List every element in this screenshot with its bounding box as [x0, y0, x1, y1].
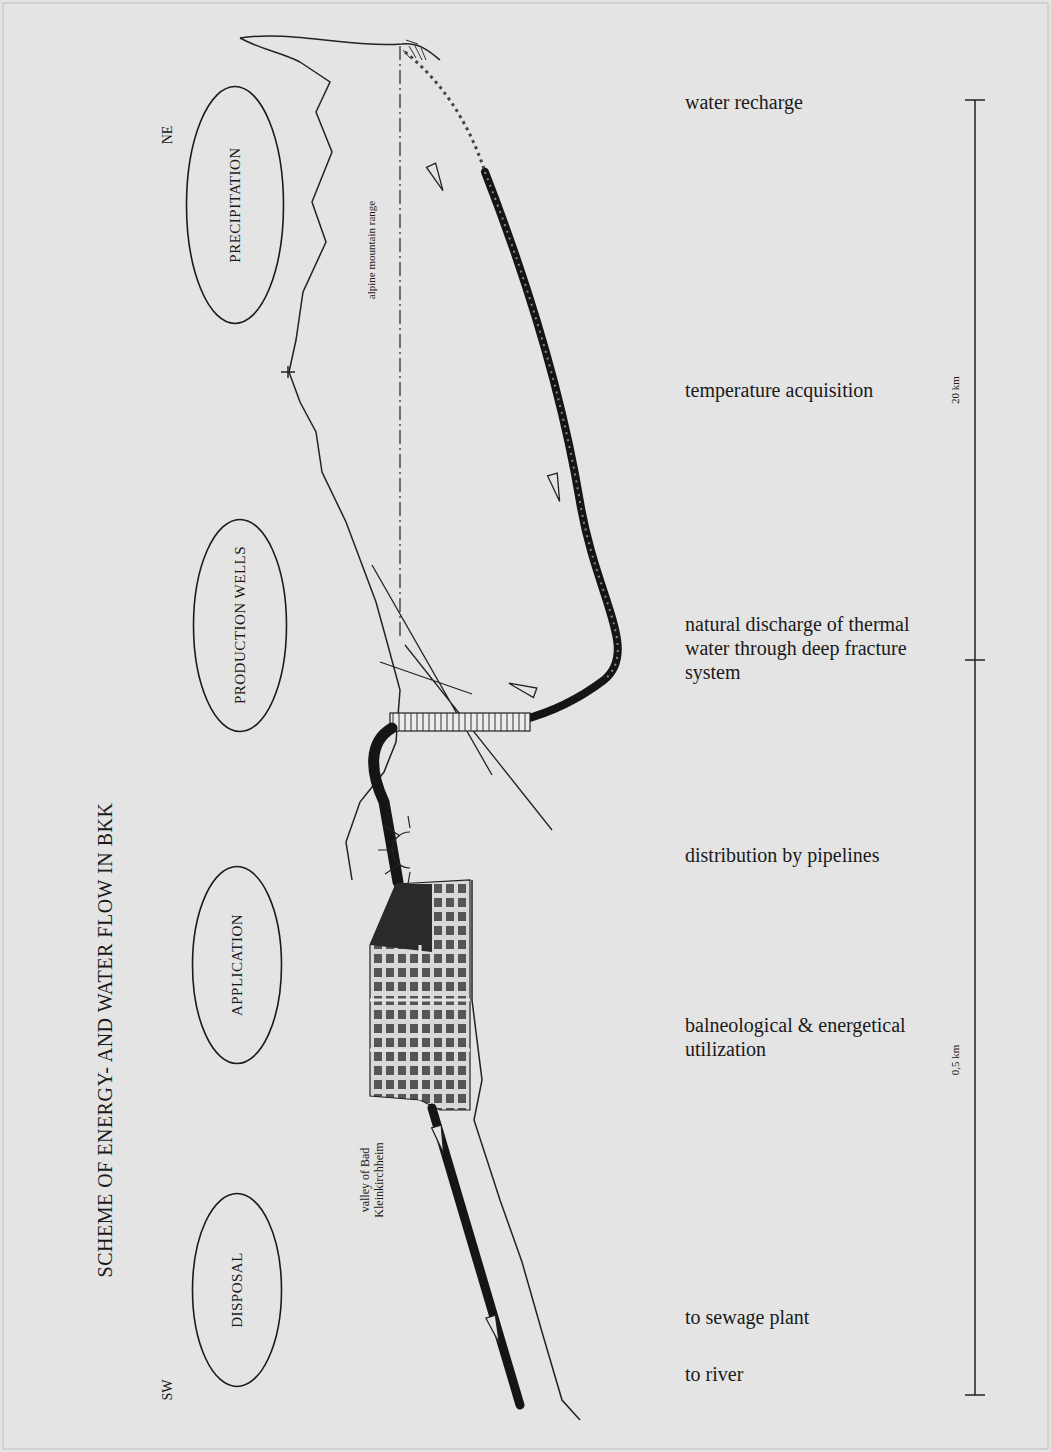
stage-name: DISPOSAL — [228, 1217, 247, 1363]
valley-profile — [472, 880, 580, 1420]
ellipse-shape — [193, 1194, 282, 1387]
ellipse-shape — [193, 867, 282, 1064]
stage-ellipse: PRECIPITATION — [185, 85, 285, 325]
cliff-hatch — [403, 40, 426, 60]
frame — [3, 3, 1048, 1449]
compass-label: NE — [160, 124, 177, 147]
flow-arrow — [427, 163, 565, 1345]
stage-description: to sewage plant — [685, 1305, 809, 1329]
stage-description: distribution by pipelines — [685, 843, 879, 867]
stage-description: to river — [685, 1362, 743, 1386]
building-floor — [370, 945, 470, 1100]
mountain-profile — [289, 62, 400, 880]
scale-bar — [965, 100, 985, 1395]
thermal-water-path — [485, 172, 618, 720]
thermal-water-texture — [485, 172, 618, 680]
feature-label: valley of Bad Kleinkirchheim — [358, 1122, 387, 1238]
stage-description: natural discharge of thermal water throu… — [685, 612, 950, 684]
ellipse-shape — [194, 519, 287, 731]
diagram-title: SCHEME OF ENERGY- AND WATER FLOW IN BKK — [93, 803, 117, 1278]
stage-name: PRODUCTION WELLS — [231, 543, 250, 708]
stage-ellipse: APPLICATION — [191, 865, 283, 1065]
compass-label: SW — [160, 1378, 177, 1403]
disposal-pipe — [432, 1108, 520, 1405]
ellipse-shape — [187, 87, 284, 324]
stage-description: water recharge — [685, 90, 803, 114]
stage-name: PRECIPITATION — [226, 110, 245, 300]
feature-label: alpine mountain range — [365, 199, 378, 301]
fracture-line — [372, 565, 552, 830]
stage-description: temperature acquisition — [685, 378, 873, 402]
summit-cross — [281, 366, 295, 378]
spa-building — [370, 880, 470, 1110]
sun-symbol — [378, 816, 410, 884]
reference-line — [399, 46, 400, 640]
infiltration-path — [405, 52, 485, 172]
scale-label: 0,5 km — [949, 1043, 962, 1078]
building-roof — [370, 884, 432, 952]
scale-label: 20 km — [949, 374, 962, 406]
stage-description: balneological & energetical utilization — [685, 1013, 910, 1061]
stage-name: APPLICATION — [228, 890, 247, 1040]
stage-ellipse: DISPOSAL — [191, 1192, 283, 1388]
mountain-profile — [240, 38, 300, 62]
production-well — [390, 713, 530, 731]
ridge-line — [240, 36, 440, 60]
stage-ellipse: PRODUCTION WELLS — [192, 518, 288, 733]
